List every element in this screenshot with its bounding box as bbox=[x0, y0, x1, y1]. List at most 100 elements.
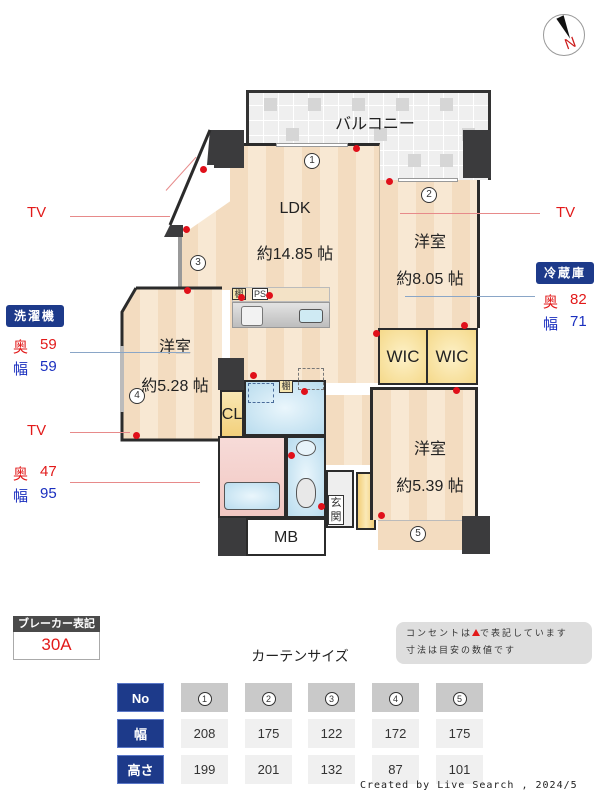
curtain-height-1: 199 bbox=[181, 755, 228, 784]
mb-label: MB bbox=[274, 529, 298, 546]
western-room-1 bbox=[380, 180, 480, 328]
western-room-1-size: 約8.05 帖 bbox=[396, 271, 464, 288]
breaker-box: ブレーカー表記 30A bbox=[13, 616, 100, 660]
wall-column bbox=[214, 130, 244, 168]
curtain-height-5: 101 bbox=[436, 755, 483, 784]
western-room-2-name: 洋室 bbox=[158, 339, 191, 356]
window-number-4: 4 bbox=[129, 388, 145, 404]
western-room-2-walls bbox=[120, 286, 222, 442]
wall-column bbox=[218, 358, 244, 390]
tv-label-western-1: TV bbox=[556, 204, 576, 221]
balcony-tiles bbox=[246, 90, 491, 180]
toilet-room bbox=[286, 436, 326, 518]
bathroom bbox=[218, 436, 286, 518]
other-depth-value: 47 bbox=[40, 463, 57, 480]
curtain-width-4: 172 bbox=[372, 719, 419, 748]
outlet-marker bbox=[373, 330, 380, 337]
note-line2: 寸法は目安の数値です bbox=[406, 646, 517, 656]
wall-column bbox=[462, 516, 490, 554]
outlet-marker bbox=[461, 322, 468, 329]
header-width: 幅 bbox=[117, 719, 164, 748]
kitchen-sink-counter bbox=[232, 302, 330, 328]
shelf-box-2: 棚 bbox=[279, 380, 293, 393]
basin-icon bbox=[296, 440, 316, 456]
outlet-triangle-icon bbox=[472, 629, 481, 636]
tv-label-western-2: TV bbox=[27, 422, 47, 439]
outlet-marker bbox=[378, 512, 385, 519]
western-room-2-size: 約5.28 帖 bbox=[141, 378, 209, 395]
sink-icon bbox=[299, 309, 323, 323]
fridge-space bbox=[298, 368, 324, 390]
washer-leader bbox=[70, 352, 190, 353]
balcony-label: バルコニー bbox=[335, 116, 415, 133]
washer-space bbox=[248, 383, 274, 403]
window-number-3: 3 bbox=[190, 255, 206, 271]
other-width-value: 95 bbox=[40, 485, 57, 502]
fridge-depth-value: 82 bbox=[570, 291, 587, 308]
window-number-1: 1 bbox=[304, 153, 320, 169]
outlet-marker bbox=[353, 145, 360, 152]
closet-cl: CL bbox=[220, 390, 244, 440]
fridge-tag: 冷蔵庫 bbox=[536, 262, 594, 284]
breaker-title: ブレーカー表記 bbox=[13, 616, 100, 632]
outlet-marker bbox=[133, 432, 140, 439]
tv-label-ldk: TV bbox=[27, 204, 47, 221]
outlet-marker bbox=[318, 503, 325, 510]
outlet-marker bbox=[386, 178, 393, 185]
other-width-label: 幅 bbox=[13, 488, 29, 505]
outlet-marker bbox=[288, 452, 295, 459]
ldk-size: 約14.85 帖 bbox=[256, 246, 334, 263]
window-number-5: 5 bbox=[410, 526, 426, 542]
outlet-marker bbox=[184, 287, 191, 294]
entrance-label: 玄関 bbox=[328, 495, 344, 525]
floor-plan: バルコニー 1 3 LDK 約14.85 帖 棚 PS 2 洋室 約8.05 帖… bbox=[120, 90, 491, 556]
kitchen-counter bbox=[232, 287, 330, 302]
credit-text: Created by Live Search , 2024/5 bbox=[360, 780, 578, 791]
western-room-3-size: 約5.39 帖 bbox=[396, 478, 464, 495]
washer-width-label: 幅 bbox=[13, 361, 29, 378]
washer-width-value: 59 bbox=[40, 358, 57, 375]
curtain-width-3: 122 bbox=[308, 719, 355, 748]
outlet-marker bbox=[301, 388, 308, 395]
mb-box: MB bbox=[246, 518, 326, 556]
curtain-height-2: 201 bbox=[245, 755, 292, 784]
breaker-value: 30A bbox=[13, 632, 100, 660]
legend-note: コンセントはで表記しています 寸法は目安の数値です bbox=[396, 622, 592, 664]
note-line1-b: で表記しています bbox=[480, 629, 568, 639]
outlet-marker bbox=[453, 387, 460, 394]
curtain-no-2: 2 bbox=[245, 683, 292, 712]
ps-box: PS bbox=[252, 288, 268, 300]
hallway bbox=[326, 395, 370, 465]
wall-column bbox=[463, 130, 491, 178]
curtain-width-1: 208 bbox=[181, 719, 228, 748]
outlet-marker bbox=[200, 166, 207, 173]
curtain-no-3: 3 bbox=[308, 683, 355, 712]
curtain-width-5: 175 bbox=[436, 719, 483, 748]
washer-tag: 洗濯機 bbox=[6, 305, 64, 327]
fridge-width-value: 71 bbox=[570, 313, 587, 330]
western-room-3-name: 洋室 bbox=[413, 441, 446, 458]
other-depth-label: 奥 bbox=[13, 466, 29, 483]
wic-2: WIC bbox=[426, 328, 478, 385]
outlet-marker bbox=[183, 226, 190, 233]
tv-leader-western-2 bbox=[70, 432, 130, 433]
outlet-marker bbox=[250, 372, 257, 379]
curtain-width-2: 175 bbox=[245, 719, 292, 748]
curtain-no-4: 4 bbox=[372, 683, 419, 712]
curtain-no-5: 5 bbox=[436, 683, 483, 712]
ldk-name: LDK bbox=[279, 200, 311, 217]
western-room-1-name: 洋室 bbox=[413, 234, 446, 251]
wic-1: WIC bbox=[378, 328, 428, 385]
outlet-marker bbox=[266, 292, 273, 299]
window-2 bbox=[398, 178, 458, 182]
header-height: 高さ bbox=[117, 755, 164, 784]
fridge-leader bbox=[405, 296, 535, 297]
wall-column bbox=[218, 518, 246, 556]
stove-icon bbox=[241, 306, 263, 326]
fridge-depth-label: 奥 bbox=[543, 294, 559, 311]
western-room-2 bbox=[122, 288, 222, 440]
tv-leader-ldk bbox=[70, 216, 170, 217]
curtain-no-1: 1 bbox=[181, 683, 228, 712]
fridge-width-label: 幅 bbox=[543, 316, 559, 333]
toilet-icon bbox=[296, 478, 316, 508]
